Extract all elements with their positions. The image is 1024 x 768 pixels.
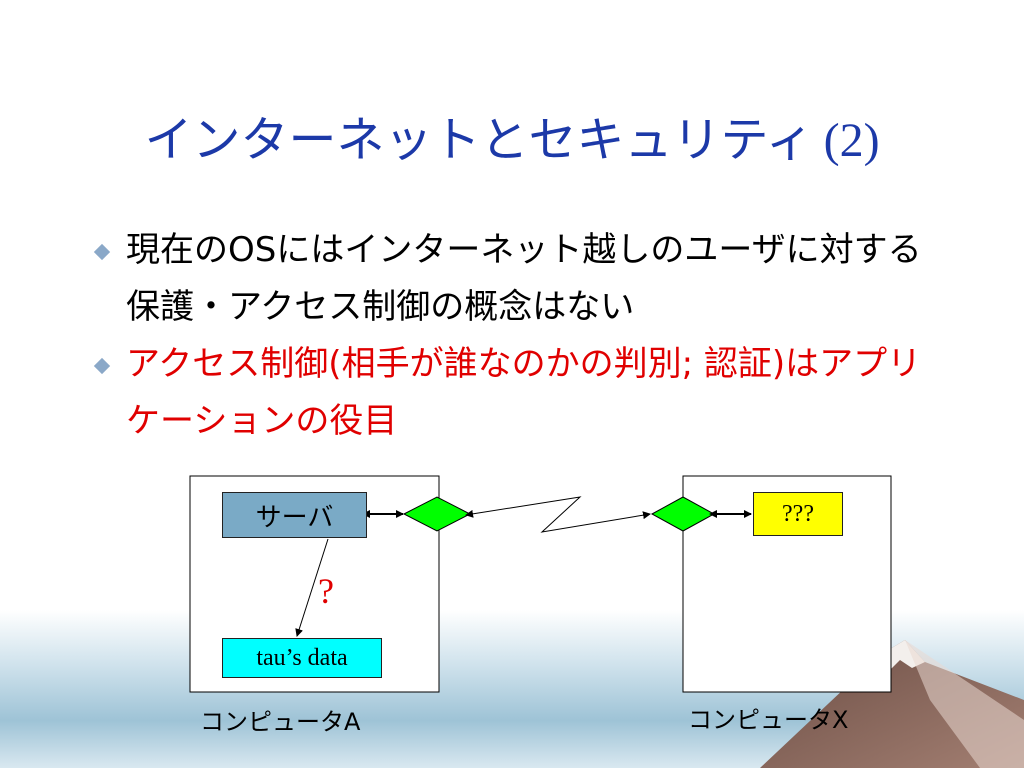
- server-box: サーバ: [222, 492, 367, 538]
- server-data-arrow: [295, 538, 329, 637]
- slide-title: インターネットとセキュリティ(2): [0, 100, 1024, 170]
- computer-x-label: コンピュータX: [688, 706, 849, 734]
- bullet-item-access-control: アクセス制御(相手が誰なのかの判別; 認証)はアプリケーションの役目: [90, 336, 950, 450]
- bullet-text: 現在のOSにはインターネット越しのユーザに対する保護・アクセス制御の概念はない: [126, 230, 922, 327]
- mountain-highlight: [905, 640, 1024, 768]
- user-data-box: tau’s data: [222, 638, 382, 678]
- bullet-text: アクセス制御(相手が誰なのかの判別; 認証)はアプリケーションの役目: [126, 344, 922, 441]
- access-question-mark: ?: [318, 571, 334, 611]
- bullet-list: 現在のOSにはインターネット越しのユーザに対する保護・アクセス制御の概念はない …: [90, 222, 950, 450]
- title-text: インターネットとセキュリティ: [144, 112, 814, 168]
- bullet-item-os-protection: 現在のOSにはインターネット越しのユーザに対する保護・アクセス制御の概念はない: [90, 222, 950, 336]
- internet-link: [465, 496, 651, 533]
- unknown-party-box: ???: [753, 492, 843, 536]
- title-suffix: (2): [823, 114, 880, 167]
- computer-a-label: コンピュータA: [200, 708, 361, 736]
